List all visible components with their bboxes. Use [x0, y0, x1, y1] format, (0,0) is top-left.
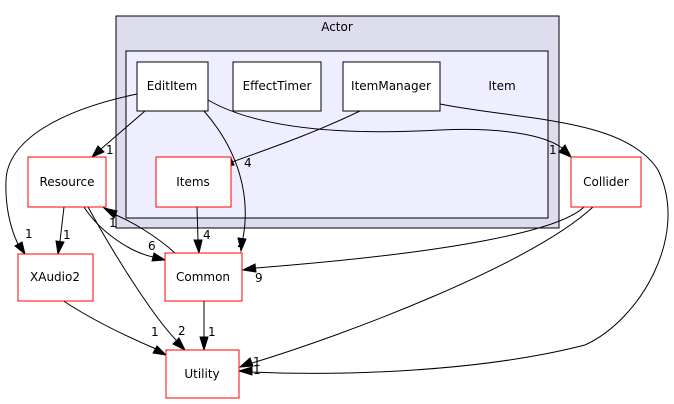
node-xaudio2[interactable]: XAudio2 [17, 253, 94, 302]
edge-xaudio2-utility: 1 [61, 299, 168, 356]
node-resource-label: Resource [39, 175, 94, 189]
edge-label-resource-xaudio2: 1 [63, 228, 71, 242]
node-itemmanager[interactable]: ItemManager [342, 61, 441, 112]
node-common[interactable]: Common [164, 252, 243, 302]
node-utility[interactable]: Utility [165, 349, 240, 399]
edge-edititem-xaudio2: 1 [5, 93, 138, 256]
node-itemmanager-box [342, 61, 441, 112]
node-common-box [164, 252, 243, 302]
node-utility-box [165, 349, 240, 399]
edge-label-resource-utility: 2 [178, 324, 186, 338]
node-collider[interactable]: Collider [570, 156, 642, 208]
edge-label-edititem-collider: 1 [549, 143, 557, 157]
edge-label-itemmanager-items: 4 [244, 156, 252, 170]
edge-resource-utility: 2 [87, 206, 187, 352]
node-items-box [155, 156, 232, 208]
edge-collider-utility: 1 [238, 206, 594, 369]
edge-label-items-common: 4 [203, 228, 211, 242]
item-cluster-label: Item [488, 79, 515, 93]
node-collider-label: Collider [583, 175, 629, 189]
node-itemmanager-label: ItemManager [351, 79, 431, 93]
node-collider-box [570, 156, 642, 208]
node-resource-box [27, 156, 107, 208]
edge-resource-xaudio2: 1 [55, 206, 71, 256]
edge-label-edititem-xaudio2: 1 [25, 227, 33, 241]
actor-cluster-label: Actor [321, 20, 353, 34]
edge-edititem-resource: 1 [90, 110, 146, 159]
edge-label-edititem-common: 2 [237, 236, 245, 250]
node-effecttimer-label: EffectTimer [243, 79, 312, 93]
edge-edititem-collider: 1 [207, 99, 573, 158]
node-xaudio2-box [17, 253, 94, 302]
node-edititem-label: EditItem [147, 79, 198, 93]
node-edititem[interactable]: EditItem [136, 61, 209, 112]
edge-itemmanager-utility: 1 [237, 103, 669, 377]
edge-label-xaudio2-utility: 1 [151, 325, 159, 339]
node-resource[interactable]: Resource [27, 156, 107, 208]
node-items[interactable]: Items [155, 156, 232, 208]
edge-label-collider-utility: 1 [253, 355, 261, 369]
node-effecttimer-box [232, 61, 322, 112]
edge-label-resource-common: 6 [148, 239, 156, 253]
node-utility-label: Utility [184, 367, 219, 381]
edge-common-resource: 1 [102, 207, 176, 254]
edge-label-collider-common: 9 [255, 271, 263, 285]
edge-items-common: 4 [193, 206, 211, 255]
edge-resource-common: 6 [83, 206, 167, 262]
node-items-label: Items [176, 175, 210, 189]
edge-label-common-utility: 1 [208, 325, 216, 339]
node-effecttimer[interactable]: EffectTimer [232, 61, 322, 112]
node-edititem-box [136, 61, 209, 112]
node-xaudio2-label: XAudio2 [30, 270, 80, 284]
edges: 1 2 1 1 4 1 [5, 93, 669, 377]
edge-collider-common: 9 [241, 206, 585, 285]
node-common-label: Common [176, 270, 230, 284]
edge-label-common-resource: 1 [109, 216, 117, 230]
edge-edititem-common: 2 [203, 110, 247, 253]
edge-label-edititem-resource: 1 [106, 143, 114, 157]
edge-label-itemmanager-utility: 1 [253, 363, 261, 377]
edge-common-utility: 1 [199, 300, 216, 352]
